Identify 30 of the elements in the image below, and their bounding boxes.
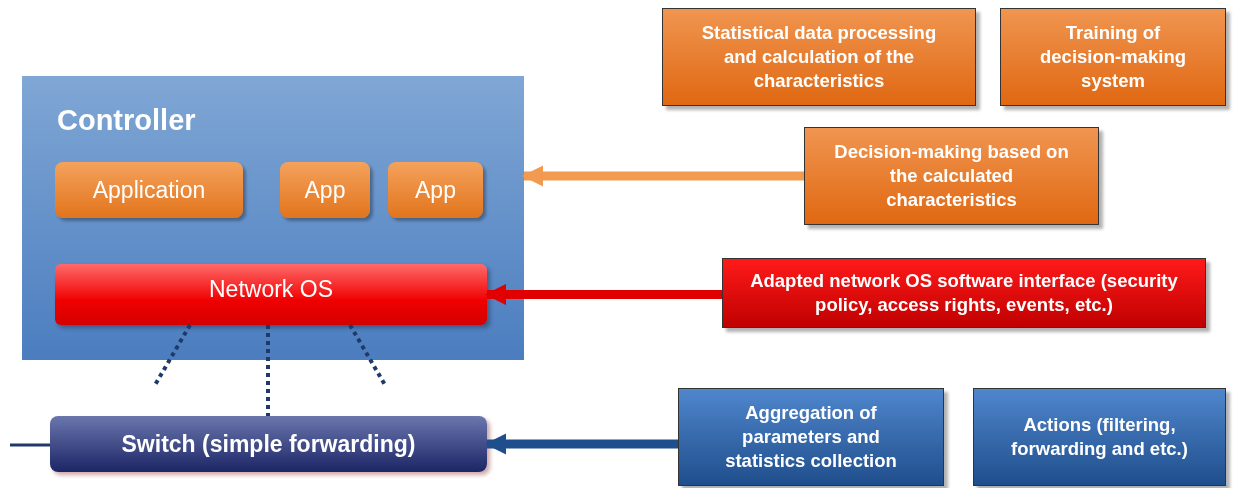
process-box <box>973 388 1226 486</box>
box-label: Switch (simple forwarding) <box>121 430 416 458</box>
arrow <box>484 433 678 455</box>
arrow <box>521 165 804 187</box>
application-box <box>280 162 370 218</box>
box-label: Training of decision-making system <box>1039 20 1187 93</box>
network-os-bar <box>55 264 487 325</box>
controller-panel <box>22 76 524 360</box>
box-label: Aggregation of parameters and statistics collection <box>724 400 898 473</box>
box-label: Decision-making based on the calculated characteristics <box>833 139 1070 212</box>
arrow <box>484 283 722 306</box>
box-label: Statistical data processing and calculation of the characteristics <box>700 20 938 93</box>
interface-box <box>722 258 1206 328</box>
application-box <box>388 162 483 218</box>
dotted-link <box>348 324 387 386</box>
process-box <box>678 388 944 486</box>
box-label: Adapted network OS software interface (security policy, access rights, events, etc.) <box>749 268 1179 317</box>
process-box <box>804 127 1099 225</box>
process-box <box>1000 8 1226 106</box>
box-label: Application <box>92 176 206 204</box>
box-label: App <box>304 176 346 204</box>
box-label: Network OS <box>209 276 333 303</box>
dotted-link <box>266 325 270 416</box>
switch-box <box>50 416 487 472</box>
box-label: App <box>415 176 456 204</box>
panel-title: Controller <box>57 104 196 137</box>
box-label: Actions (filtering, forwarding and etc.) <box>1010 412 1189 461</box>
process-box <box>662 8 976 106</box>
dotted-link <box>153 324 192 386</box>
application-box <box>55 162 243 218</box>
